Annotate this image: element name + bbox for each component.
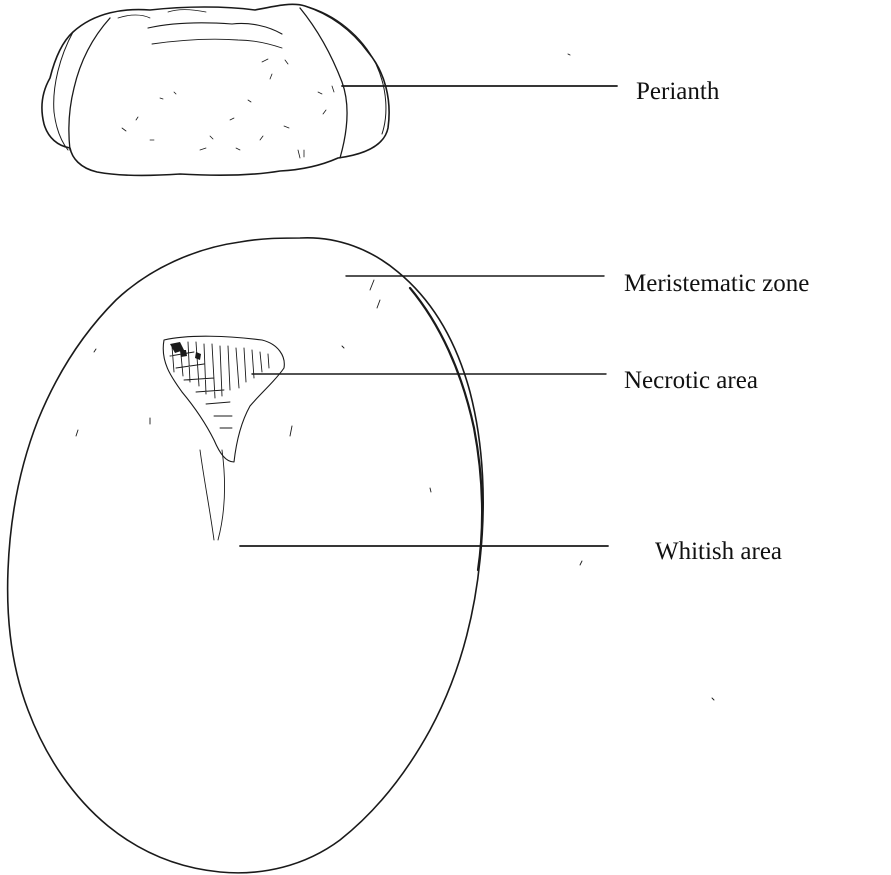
perianth-drawing: [42, 4, 389, 175]
whitish-area-drawing: [200, 450, 225, 540]
ovoid-outline: [8, 238, 484, 873]
perianth-top-crease-2: [152, 39, 282, 48]
perianth-outline: [42, 4, 389, 175]
perianth-right-fold: [300, 8, 347, 158]
necrotic-area-drawing: [163, 336, 284, 462]
perianth-speckle: [122, 59, 334, 158]
label-whitish-area: Whitish area: [655, 539, 782, 564]
label-necrotic-area: Necrotic area: [624, 368, 758, 393]
perianth-top-ridge: [118, 10, 206, 18]
perianth-left-fold: [69, 18, 110, 150]
leader-lines: [240, 86, 617, 546]
perianth-top-crease: [148, 23, 282, 34]
label-meristematic-zone: Meristematic zone: [624, 271, 809, 296]
ovoid-drawing: [8, 54, 714, 873]
perianth-right-lobe: [305, 6, 386, 134]
label-perianth: Perianth: [636, 79, 719, 104]
perianth-left-edge: [54, 32, 73, 150]
